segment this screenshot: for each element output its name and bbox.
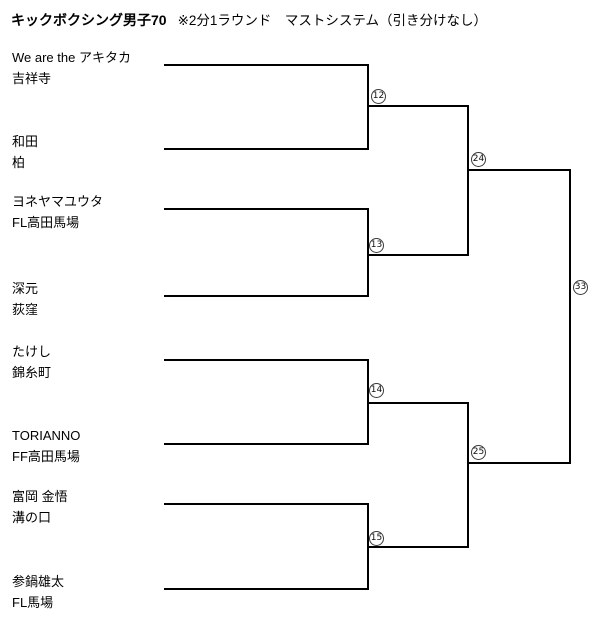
fighter-name: We are the アキタカ	[12, 50, 131, 65]
entry-line-5	[164, 359, 369, 361]
fighter-name: たけし	[12, 344, 52, 359]
match13-vertical-line	[367, 208, 369, 297]
entry-line-6	[164, 443, 369, 445]
entry-line-7	[164, 503, 369, 505]
match-number-13: 13	[369, 238, 384, 253]
match25-vertical-line	[467, 402, 469, 548]
match14-winner-line	[367, 402, 469, 404]
entry-6: TORIANNO FF高田馬場	[12, 425, 80, 467]
entry-5: たけし 錦糸町	[12, 341, 51, 383]
entry-line-3	[164, 208, 369, 210]
gym-name: FF高田馬場	[12, 449, 80, 464]
match-number-24: 24	[471, 152, 486, 167]
match12-winner-line	[367, 105, 469, 107]
match25-winner-line	[467, 462, 571, 464]
gym-name: 柏	[12, 155, 26, 170]
gym-name: FL高田馬場	[12, 215, 80, 230]
entry-1: We are the アキタカ 吉祥寺	[12, 47, 131, 89]
entry-line-1	[164, 64, 369, 66]
bracket-subtitle: ※2分1ラウンド マストシステム（引き分けなし）	[177, 13, 488, 28]
fighter-name: 富岡 金悟	[12, 489, 68, 504]
entry-line-2	[164, 148, 369, 150]
match-number-14: 14	[369, 383, 384, 398]
entry-3: ヨネヤマユウタ FL高田馬場	[12, 191, 103, 233]
entry-7: 富岡 金悟 溝の口	[12, 486, 68, 528]
gym-name: 溝の口	[12, 510, 52, 525]
gym-name: 錦糸町	[12, 365, 52, 380]
match-number-12: 12	[371, 89, 386, 104]
entry-4: 深元 荻窪	[12, 278, 38, 320]
fighter-name: 深元	[12, 281, 39, 296]
match24-vertical-line	[467, 105, 469, 256]
gym-name: 吉祥寺	[12, 71, 52, 86]
match-number-25: 25	[471, 445, 486, 460]
fighter-name: 和田	[12, 134, 39, 149]
match-number-15: 15	[369, 531, 384, 546]
entry-line-8	[164, 588, 369, 590]
entry-2: 和田 柏	[12, 131, 38, 173]
fighter-name: ヨネヤマユウタ	[12, 194, 104, 209]
page-header: キックボクシング男子70 ※2分1ラウンド マストシステム（引き分けなし）	[11, 9, 487, 30]
gym-name: FL馬場	[12, 595, 54, 610]
entry-8: 参鍋雄太 FL馬場	[12, 571, 64, 613]
match15-winner-line	[367, 546, 469, 548]
fighter-name: 参鍋雄太	[12, 574, 65, 589]
match13-winner-line	[367, 254, 469, 256]
match12-vertical-line	[367, 64, 369, 150]
match33-vertical-line	[569, 169, 571, 464]
match24-winner-line	[467, 169, 571, 171]
gym-name: 荻窪	[12, 302, 39, 317]
bracket-title: キックボクシング男子70	[11, 12, 167, 28]
entry-line-4	[164, 295, 369, 297]
match-number-33: 33	[573, 280, 588, 295]
fighter-name: TORIANNO	[12, 428, 81, 443]
